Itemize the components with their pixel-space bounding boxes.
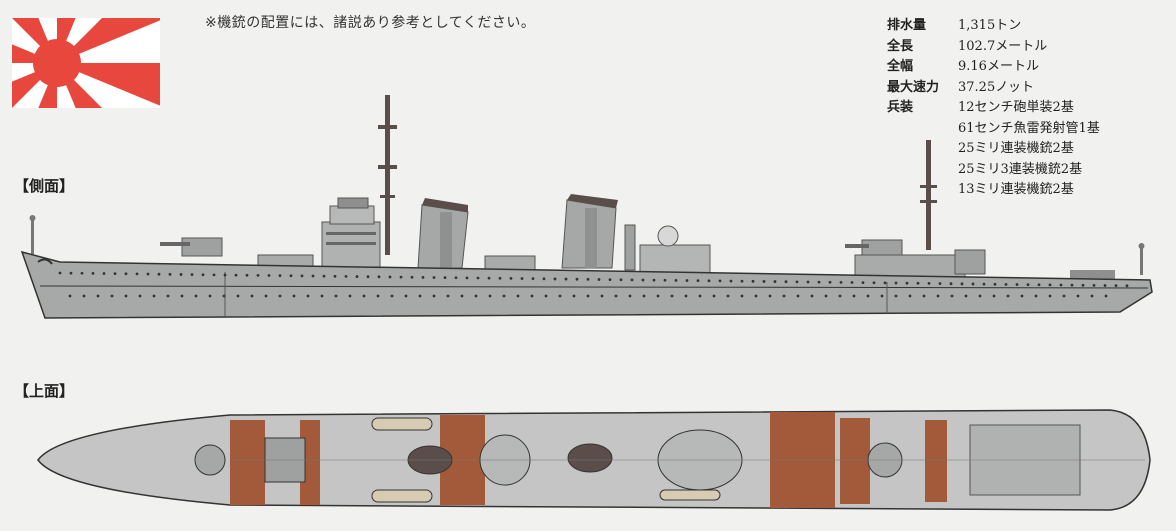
placement-note: ※機銃の配置には、諸説あり参考としてください。 bbox=[205, 15, 536, 31]
top-view-drawing bbox=[37, 409, 1151, 511]
spec-row-armament: 兵装 12センチ砲単装2基 61センチ魚雷発射管1基 25ミリ連装機銃2基 25… bbox=[887, 98, 1100, 201]
ship-specifications: 排水量 1,315トン 全長 102.7メートル 全幅 9.16メートル 最大速… bbox=[887, 16, 1100, 201]
fore-mast bbox=[378, 95, 397, 255]
aft-gun bbox=[845, 239, 903, 259]
spec-value: 61センチ魚雷発射管1基 bbox=[958, 120, 1100, 136]
side-view-drawing bbox=[20, 95, 1153, 319]
rising-sun-flag bbox=[12, 18, 160, 108]
aft-mast bbox=[920, 140, 937, 250]
spec-value: 25ミリ3連装機銃2基 bbox=[958, 161, 1083, 177]
aft-funnel bbox=[561, 194, 618, 269]
spec-label: 全幅 bbox=[887, 59, 914, 74]
spec-label: 全長 bbox=[887, 38, 914, 54]
spec-value: 13ミリ連装機銃2基 bbox=[958, 182, 1074, 197]
spec-value: 25ミリ連装機銃2基 bbox=[958, 141, 1074, 156]
spec-label: 兵装 bbox=[887, 100, 914, 115]
spec-value: 102.7メートル bbox=[958, 38, 1048, 54]
bridge bbox=[321, 197, 381, 268]
spec-value: 37.25ノット bbox=[958, 79, 1034, 95]
spec-row-displacement: 排水量 1,315トン bbox=[887, 16, 1100, 37]
top-view-label: 【上面】 bbox=[14, 382, 75, 400]
spec-row-length: 全長 102.7メートル bbox=[887, 37, 1100, 58]
spec-value: 1,315トン bbox=[958, 18, 1022, 33]
fore-gun bbox=[160, 237, 223, 257]
spec-label: 排水量 bbox=[887, 18, 927, 33]
side-hull bbox=[20, 250, 1153, 319]
spec-value: 12センチ砲単装2基 bbox=[958, 100, 1074, 115]
fore-funnel bbox=[417, 198, 469, 269]
spec-value: 9.16メートル bbox=[958, 59, 1039, 74]
spec-label: 最大速力 bbox=[887, 79, 940, 95]
side-view-label: 【側面】 bbox=[14, 177, 75, 195]
spec-row-beam: 全幅 9.16メートル bbox=[887, 57, 1100, 78]
spec-row-max-speed: 最大速力 37.25ノット bbox=[887, 78, 1100, 99]
